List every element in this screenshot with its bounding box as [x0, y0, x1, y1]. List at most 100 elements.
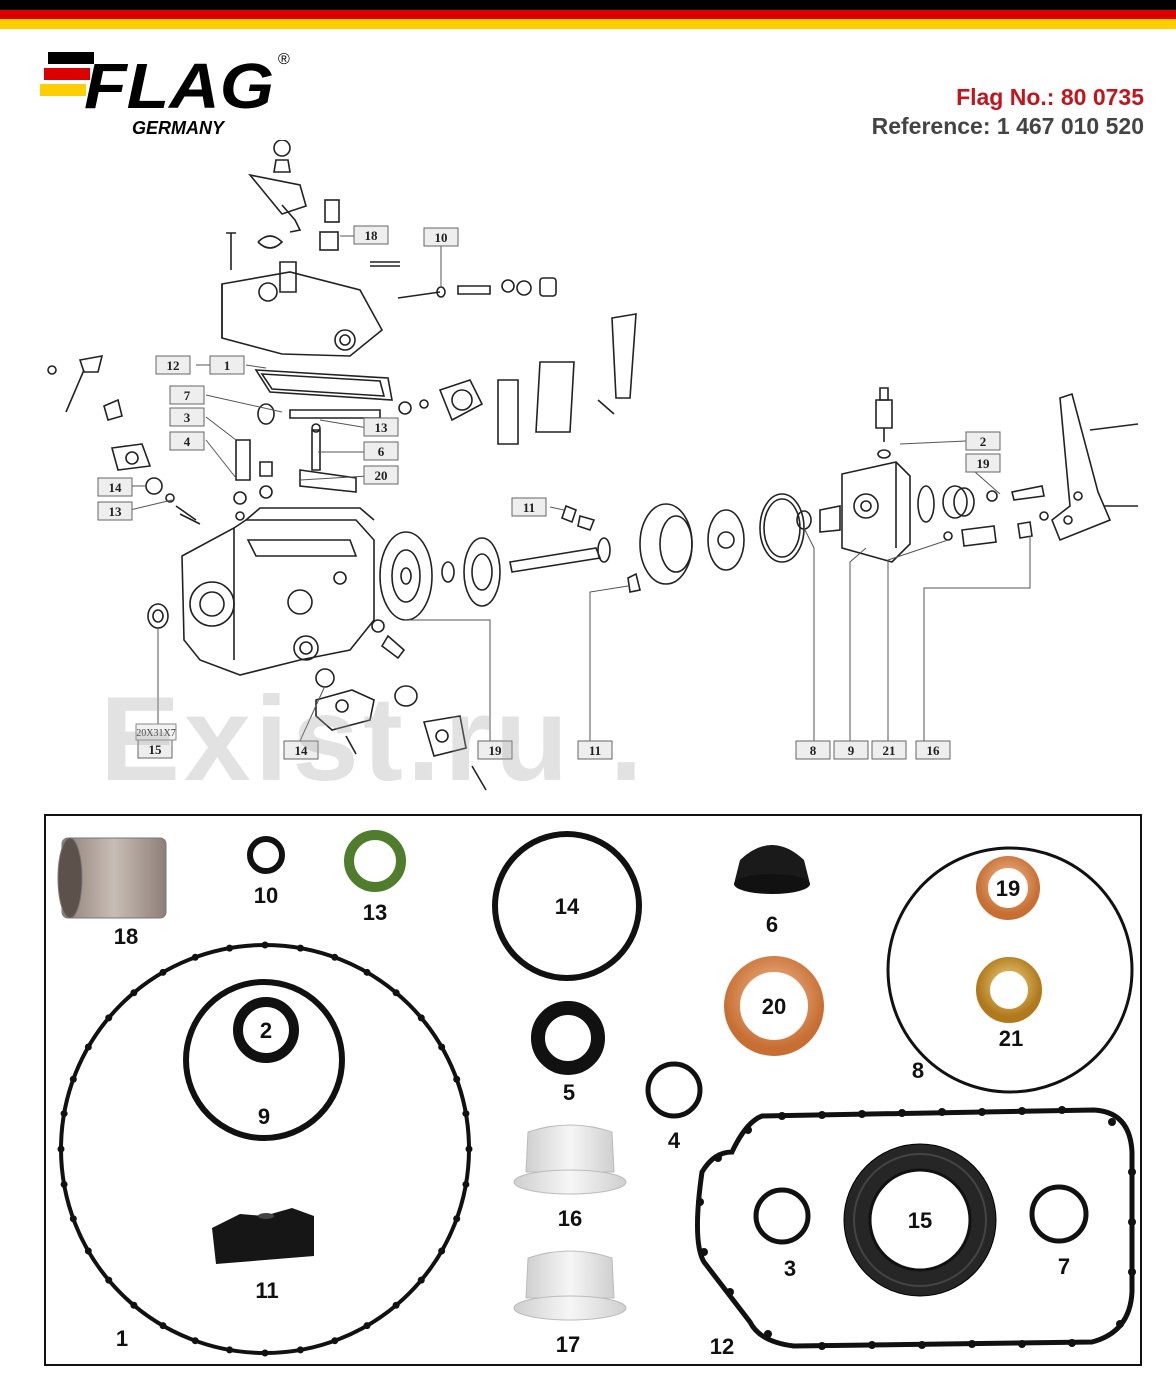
gasket-nub [726, 1288, 734, 1296]
gasket-nub [714, 1154, 722, 1162]
diagram-callout-text: 2 [980, 434, 987, 449]
gasket-nub [296, 944, 304, 952]
diagram-callout-d18: 18 [353, 225, 389, 245]
gasket-nub [453, 1215, 461, 1223]
gasket-nub [465, 1145, 473, 1153]
diagram-callout-text: 1 [224, 358, 231, 373]
gasket-nub [818, 1111, 826, 1119]
part-4-o-ring [645, 1061, 703, 1119]
flag-germany-logo: FLAG ® GERMANY [40, 50, 290, 138]
gasket-nub [462, 1180, 470, 1188]
gasket-nub [191, 1337, 199, 1345]
diagram-callout-d19b: 19 [477, 740, 513, 760]
diagram-callout-text: 19 [977, 456, 991, 471]
kit-part-label-19: 19 [996, 876, 1020, 901]
kit-part-label-9: 9 [258, 1104, 270, 1129]
gasket-nub [1108, 1118, 1116, 1126]
gasket-nub [60, 1180, 68, 1188]
kit-part-label-7: 7 [1058, 1254, 1070, 1279]
gasket-nub [226, 1346, 234, 1354]
gasket-nub [858, 1110, 866, 1118]
part-10-o-ring [247, 836, 285, 874]
gasket-nub [363, 968, 371, 976]
diagram-callout-text: 7 [184, 388, 191, 403]
kit-part-label-5: 5 [563, 1080, 575, 1105]
gasket-nub [69, 1215, 77, 1223]
gasket-nub [438, 1247, 446, 1255]
gasket-nub [60, 1110, 68, 1118]
diagram-callout-text: 15 [149, 742, 163, 757]
gasket-nub [296, 1346, 304, 1354]
diagram-callout-d9: 9 [833, 740, 869, 760]
kit-part-label-1: 1 [116, 1326, 128, 1351]
gasket-nub [105, 1276, 113, 1284]
gasket-nub [84, 1247, 92, 1255]
diagram-callout-text: 12 [167, 358, 180, 373]
diagram-callout-d21: 21 [871, 740, 907, 760]
gasket-nub [69, 1075, 77, 1083]
flag-number: Flag No.: 80 0735 [956, 84, 1144, 110]
flag-stripe-red [0, 10, 1176, 19]
gasket-nub [462, 1110, 470, 1118]
gasket-nub [438, 1043, 446, 1051]
gasket-nub [1128, 1168, 1136, 1176]
gasket-nub [968, 1340, 976, 1348]
kit-part-label-17: 17 [556, 1332, 580, 1357]
gasket-nub [191, 953, 199, 961]
exist-ru-watermark: Exist.ru . [100, 672, 647, 806]
gasket-nub [1128, 1268, 1136, 1276]
gasket-nub [130, 989, 138, 997]
kit-part-label-8: 8 [912, 1058, 924, 1083]
gasket-nub [159, 968, 167, 976]
diagram-callout-d11b: 11 [577, 740, 613, 760]
gasket-nub [898, 1109, 906, 1117]
gasket-nub [417, 1276, 425, 1284]
diagram-callout-text: 13 [375, 420, 389, 435]
diagram-callout-text: 3 [184, 410, 191, 425]
logo-subtitle: GERMANY [132, 118, 226, 138]
diagram-callout-d20: 20 [363, 465, 399, 485]
gasket-nub [453, 1075, 461, 1083]
seal-dimensions-text: 20X31X7 [136, 728, 175, 739]
part-18-sleeve [57, 837, 167, 919]
gasket-nub [700, 1248, 708, 1256]
diagram-callout-d12: 12 [155, 355, 191, 375]
gasket-nub [363, 1322, 371, 1330]
part-3-o-ring [753, 1187, 811, 1245]
part-21-brass-washer [976, 957, 1042, 1023]
diagram-callout-d10: 10 [423, 227, 459, 247]
diagram-callout-text: 11 [523, 500, 535, 515]
gasket-nub [226, 944, 234, 952]
gasket-nub [105, 1014, 113, 1022]
kit-part-label-2: 2 [260, 1018, 272, 1043]
diagram-callout-text: 19 [489, 743, 503, 758]
diagram-callout-text: 8 [810, 743, 817, 758]
gasket-nub [696, 1198, 704, 1206]
flag-stripe-gold [0, 19, 1176, 29]
gasket-nub [1018, 1340, 1026, 1348]
gasket-nub [392, 989, 400, 997]
diagram-callout-d1: 1 [209, 355, 245, 375]
part-16-nylon-cap [513, 1124, 627, 1195]
diagram-callout-text: 10 [435, 230, 448, 245]
part-15-shaft-seal [843, 1143, 997, 1297]
part-8-o-ring [886, 846, 1134, 1094]
diagram-callout-text: 20 [375, 468, 388, 483]
seal-dimensions-box [135, 723, 177, 741]
kit-part-label-10: 10 [254, 883, 278, 908]
kit-part-label-12: 12 [710, 1334, 734, 1359]
diagram-callout-d13a: 13 [363, 417, 399, 437]
diagram-callout-text: 16 [927, 743, 941, 758]
part-11-rubber-block [212, 1208, 314, 1264]
gasket-nub [1018, 1107, 1026, 1115]
kit-part-label-11: 11 [255, 1278, 278, 1303]
diagram-callout-text: 4 [184, 434, 191, 449]
kit-part-label-15: 15 [908, 1208, 932, 1233]
diagram-callout-d11a: 11 [511, 497, 547, 517]
part-5-seal [531, 1001, 605, 1075]
gasket-nub [1068, 1339, 1076, 1347]
diagram-callout-d4: 4 [169, 431, 205, 451]
gasket-nub [938, 1108, 946, 1116]
part-2-o-ring [233, 997, 299, 1063]
